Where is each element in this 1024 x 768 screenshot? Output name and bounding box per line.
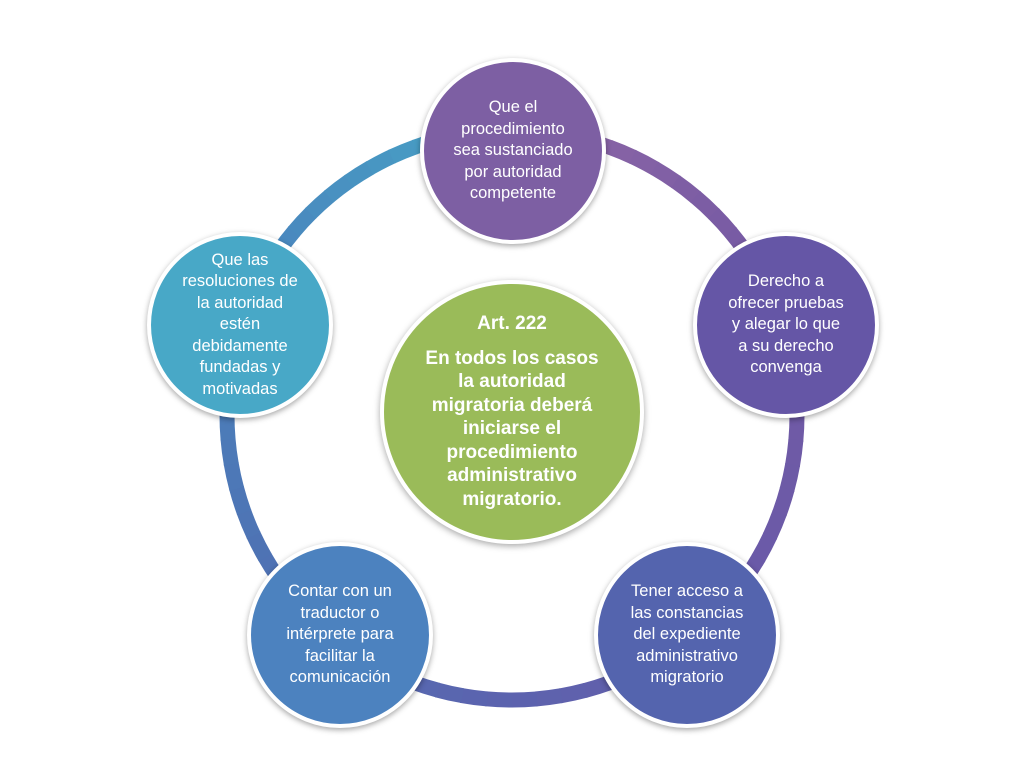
node-acceso-constancias: Tener acceso a las constancias del exped… (594, 542, 780, 728)
node-resoluciones-fundadas: Que las resoluciones de la autoridad est… (147, 232, 333, 418)
ring-segment (690, 190, 720, 220)
ring-segment (365, 149, 396, 175)
ring-segment (219, 413, 236, 441)
ring-segment (708, 208, 737, 238)
ring-segment (305, 190, 335, 219)
ring-segment (236, 508, 261, 539)
ring-segment (435, 682, 464, 704)
ring-segment (459, 688, 488, 707)
ring-segment (246, 531, 272, 562)
ring-segment (671, 175, 701, 204)
ring-segment (558, 683, 588, 704)
ring-segment (344, 161, 375, 188)
ring-segment (287, 207, 317, 237)
ring-segment (220, 437, 239, 466)
ring-segment (388, 139, 419, 164)
ring-segment (323, 174, 354, 203)
center-circle: Art. 222 En todos los casos la autoridad… (380, 280, 644, 544)
ring-segment (785, 439, 804, 468)
center-body: En todos los casos la autoridad migrator… (425, 347, 599, 510)
node-traductor-interprete: Contar con un traductor o intérprete par… (247, 542, 433, 728)
ring-segment (510, 691, 538, 708)
ring-segment (534, 688, 563, 707)
ring-segment (650, 161, 681, 189)
ring-segment (229, 485, 252, 516)
node-label: Tener acceso a las constancias del exped… (630, 582, 744, 687)
ring-segment (751, 532, 778, 563)
ring-segment (779, 463, 801, 492)
node-ofrecer-pruebas: Derecho a ofrecer pruebas y alegar lo qu… (693, 232, 879, 418)
node-label: Contar con un traductor o intérprete par… (286, 582, 394, 687)
ring-segment (629, 149, 660, 176)
ring-segment (223, 461, 244, 491)
ring-segment (788, 414, 805, 442)
ring-segment (772, 486, 795, 517)
ring-segment (762, 509, 787, 540)
node-label: Que las resoluciones de la autoridad est… (182, 250, 298, 398)
ring-segment (582, 675, 613, 698)
node-autoridad-competente: Que el procedimiento sea sustanciado por… (420, 58, 606, 244)
ring-segment (485, 691, 513, 708)
center-title: Art. 222 (477, 312, 547, 334)
node-label: Derecho a ofrecer pruebas y alegar lo qu… (728, 272, 844, 377)
node-label: Que el procedimiento sea sustanciado por… (453, 98, 573, 203)
ring-segment (606, 140, 637, 165)
